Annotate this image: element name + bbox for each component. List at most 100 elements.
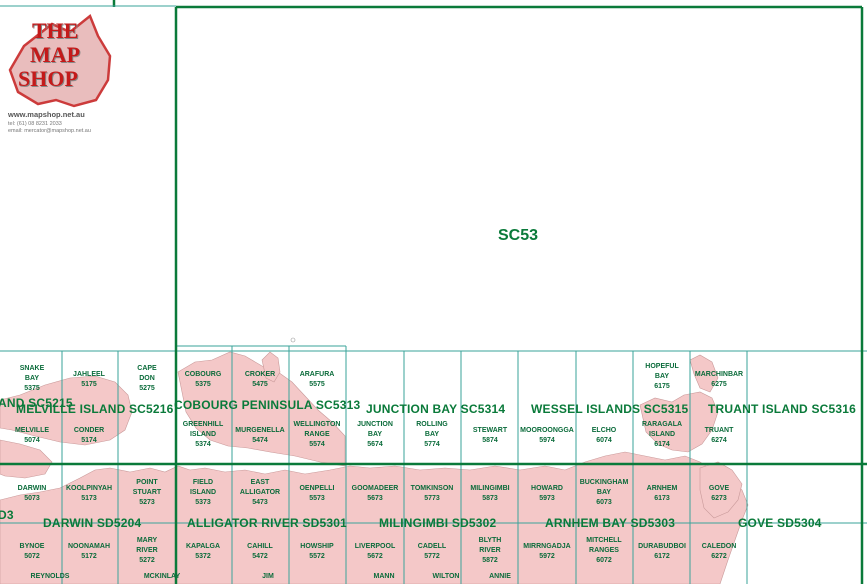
sheet-name: ANNIE xyxy=(489,573,511,580)
sheet-name: BAY xyxy=(654,373,670,380)
sheet-code: 5573 xyxy=(309,495,325,502)
region-label[interactable]: AND SC5215 xyxy=(0,396,73,410)
sheet-name: MITCHELL xyxy=(586,537,622,544)
region-label[interactable]: WESSEL ISLANDS SC5315 xyxy=(531,402,689,416)
sheet-name: HOWSHIP xyxy=(300,543,334,550)
sheet-code: 6174 xyxy=(654,441,670,448)
sheet-code: 5672 xyxy=(367,553,383,560)
sheet-code: 5172 xyxy=(81,553,97,560)
region-label[interactable]: JUNCTION BAY SC5314 xyxy=(366,402,506,416)
region-label-sc53[interactable]: SC53 xyxy=(498,227,539,244)
contact-email[interactable]: email: mercator@mapshop.net.au xyxy=(8,128,91,134)
sheet-name: MOOROONGGA xyxy=(520,427,574,434)
sheet-label[interactable]: REYNOLDS xyxy=(31,572,70,582)
sheet-code: 5874 xyxy=(482,437,498,444)
australia-outline-icon xyxy=(8,13,112,108)
sheet-code: 5375 xyxy=(195,381,211,388)
sheet-name: COBOURG xyxy=(184,371,222,378)
sheet-name: CADELL xyxy=(417,543,447,550)
sheet-name: CAHILL xyxy=(247,543,273,550)
land-cobourg-peninsula xyxy=(177,351,346,467)
region-label[interactable]: DARWIN SD5204 xyxy=(43,516,142,530)
region-label[interactable]: ARNHEM BAY SD5303 xyxy=(545,516,676,530)
sheet-label[interactable]: ANNIE xyxy=(489,572,511,582)
sheet-grid xyxy=(0,345,867,584)
sheet-name: RANGES xyxy=(589,547,619,554)
sheet-code: 6172 xyxy=(654,553,670,560)
sheet-name: DON xyxy=(139,375,155,382)
region-label[interactable]: TRUANT ISLAND SC5316 xyxy=(708,402,857,416)
sheet-name: CALEDON xyxy=(701,543,737,550)
sheet-label[interactable]: JIM xyxy=(262,572,274,582)
sheet-label[interactable]: WILTON xyxy=(433,572,460,582)
region-label[interactable]: COBOURG PENINSULA SC5313 xyxy=(174,398,361,412)
region-label[interactable]: GOVE SD5304 xyxy=(738,516,822,530)
website-url[interactable]: www.mapshop.net.au xyxy=(8,110,85,119)
region-label[interactable]: ALLIGATOR RIVER SD5301 xyxy=(187,516,347,530)
sheet-name: BLYTH xyxy=(478,537,502,544)
sheet-code: 5173 xyxy=(81,495,97,502)
sheet-name: JAHLEEL xyxy=(73,371,105,378)
sheet-name: GOOMADEER xyxy=(351,485,399,492)
sheet-label[interactable]: COBOURG 5375 xyxy=(185,370,222,390)
sheet-code: 5473 xyxy=(252,499,268,506)
region-label[interactable]: D3 xyxy=(0,508,14,522)
sheet-code: 5174 xyxy=(81,437,97,444)
sheet-label[interactable]: MANN xyxy=(374,572,395,582)
sheet-name: HOWARD xyxy=(531,485,563,492)
landmass xyxy=(0,351,749,584)
sheet-name: BAY xyxy=(24,375,40,382)
sheet-code: 5372 xyxy=(195,553,211,560)
sheet-label[interactable]: MCKINLAY xyxy=(144,572,180,582)
region-label[interactable]: MELVILLE ISLAND SC5216 xyxy=(16,402,174,416)
region-label[interactable]: MILINGIMBI SD5302 xyxy=(379,516,497,530)
sheet-name: MARCHINBAR xyxy=(694,371,744,378)
